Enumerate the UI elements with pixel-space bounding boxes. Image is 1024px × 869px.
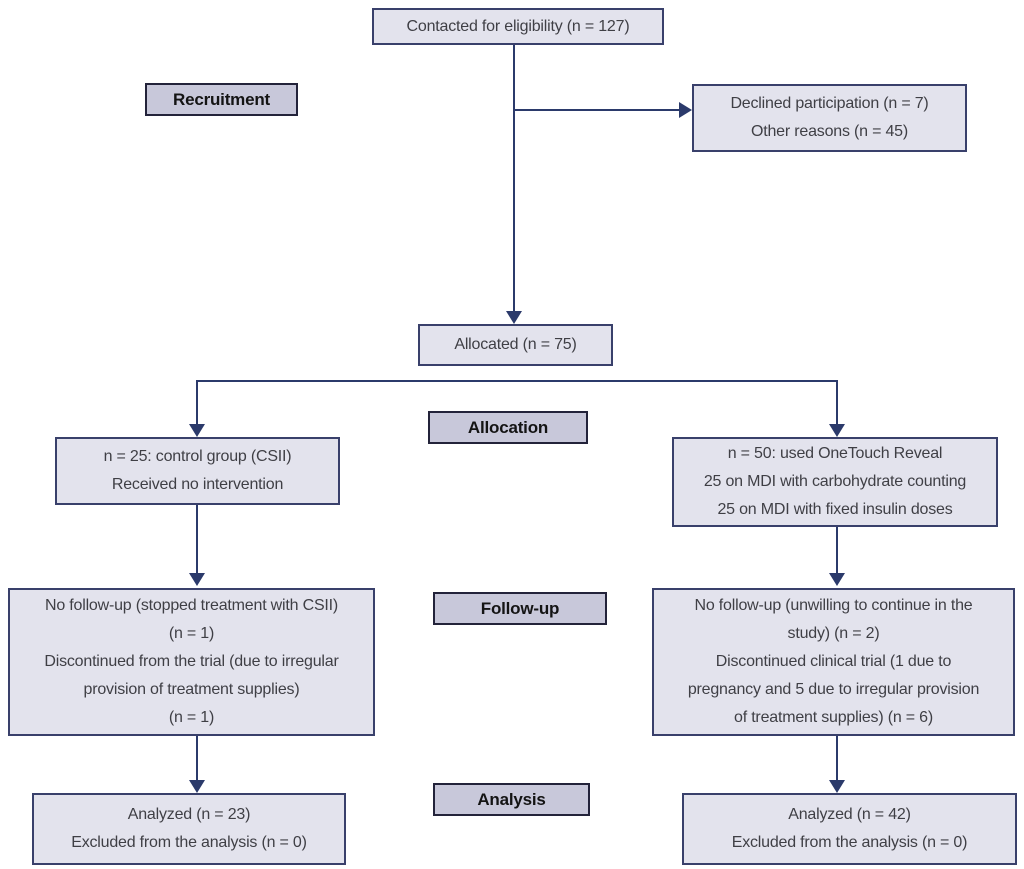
stage-label-allocation: Allocation (428, 411, 588, 444)
box-text-line: Discontinued clinical trial (1 due to (715, 653, 952, 670)
box-text-line: pregnancy and 5 due to irregular provisi… (687, 681, 980, 698)
box-text-line: Received no intervention (111, 476, 284, 493)
stage-label-text: Follow-up (480, 598, 560, 618)
box-control-followup: No follow-up (stopped treatment with CSI… (8, 588, 375, 736)
connector-control-to-analysis-line (196, 736, 198, 780)
connector-intervention-to-analysis-line (836, 736, 838, 780)
box-text-line: Excluded from the analysis (n = 0) (71, 834, 307, 851)
box-intervention-group: n = 50: used OneTouch Reveal 25 on MDI w… (672, 437, 998, 527)
connector-split-horizontal-line (196, 380, 838, 382)
box-text-line: No follow-up (unwilling to continue in t… (694, 597, 973, 614)
connector-intervention-to-analysis-arrowhead (829, 780, 845, 793)
connector-to-declined-arrowhead (679, 102, 692, 118)
box-text-line: Allocated (n = 75) (454, 336, 577, 353)
stage-label-text: Analysis (477, 789, 546, 809)
connector-to-declined-line (513, 109, 681, 111)
box-control-group: n = 25: control group (CSII) Received no… (55, 437, 340, 505)
box-control-analysis: Analyzed (n = 23) Excluded from the anal… (32, 793, 346, 865)
connector-split-right-arrowhead (829, 424, 845, 437)
box-text-line: study) (n = 2) (787, 625, 880, 642)
connector-control-to-analysis-arrowhead (189, 780, 205, 793)
stage-label-text: Allocation (467, 417, 549, 437)
box-intervention-analysis: Analyzed (n = 42) Excluded from the anal… (682, 793, 1017, 865)
stage-label-text: Recruitment (173, 89, 270, 109)
box-allocated: Allocated (n = 75) (418, 324, 613, 366)
box-intervention-followup: No follow-up (unwilling to continue in t… (652, 588, 1015, 736)
box-text-line: (n = 1) (168, 709, 215, 726)
connector-contacted-to-allocated-line (513, 45, 515, 312)
box-text-line: (n = 1) (168, 625, 215, 642)
box-text-line: Analyzed (n = 42) (788, 806, 911, 823)
box-text-line: 25 on MDI with fixed insulin doses (717, 501, 953, 518)
box-text-line: provision of treatment supplies) (83, 681, 300, 698)
box-text-line: Excluded from the analysis (n = 0) (731, 834, 968, 851)
connector-split-right-line (836, 380, 838, 424)
box-text-line: Other reasons (n = 45) (750, 123, 908, 140)
box-text-line: n = 25: control group (CSII) (103, 448, 292, 465)
box-text-line: Contacted for eligibility (n = 127) (406, 17, 630, 35)
box-text-line: Discontinued from the trial (due to irre… (44, 653, 339, 670)
box-text-line: of treatment supplies) (n = 6) (734, 709, 933, 726)
connector-intervention-to-followup-line (836, 527, 838, 573)
box-declined-participation: Declined participation (n = 7) Other rea… (692, 84, 967, 152)
box-text-line: Analyzed (n = 23) (127, 806, 251, 823)
stage-label-recruitment: Recruitment (145, 83, 298, 116)
connector-intervention-to-followup-arrowhead (829, 573, 845, 586)
box-text-line: 25 on MDI with carbohydrate counting (703, 473, 967, 490)
connector-contacted-to-allocated-arrowhead (506, 311, 522, 324)
connector-control-to-followup-arrowhead (189, 573, 205, 586)
connector-split-left-arrowhead (189, 424, 205, 437)
stage-label-analysis: Analysis (433, 783, 590, 816)
connector-control-to-followup-line (196, 505, 198, 573)
box-text-line: n = 50: used OneTouch Reveal (727, 445, 943, 462)
stage-label-followup: Follow-up (433, 592, 607, 625)
box-contacted-for-eligibility: Contacted for eligibility (n = 127) (372, 8, 664, 45)
box-text-line: No follow-up (stopped treatment with CSI… (44, 597, 339, 614)
box-text-line: Declined participation (n = 7) (730, 95, 929, 112)
connector-split-left-line (196, 380, 198, 424)
